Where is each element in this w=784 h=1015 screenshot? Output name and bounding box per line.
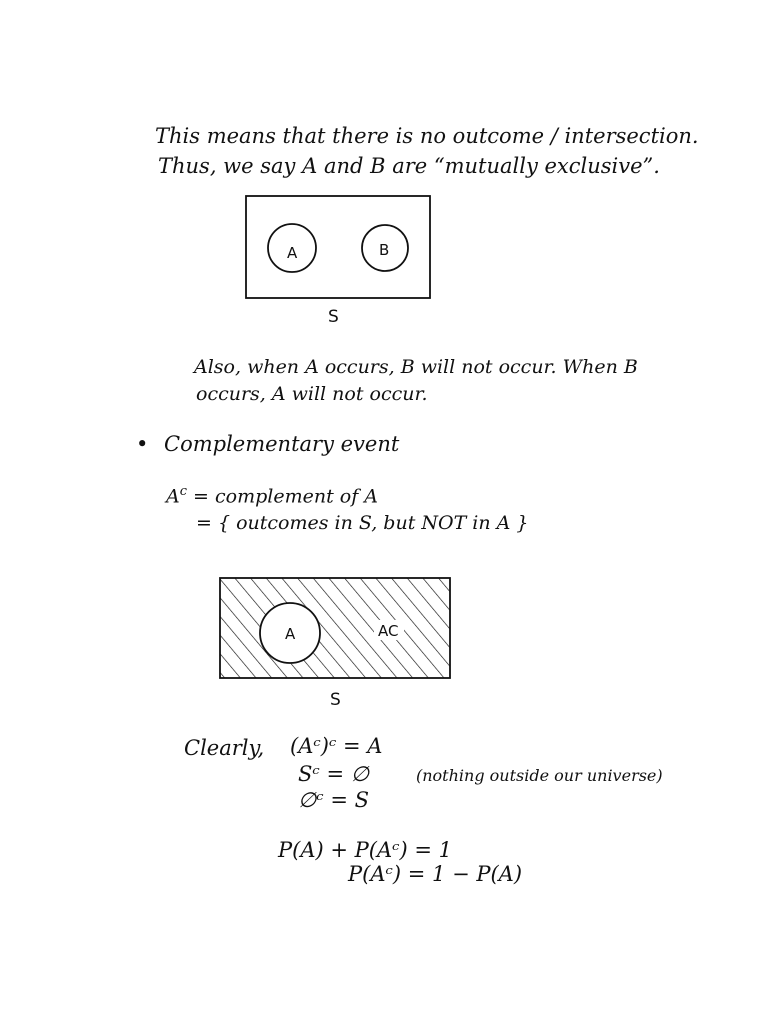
probability-eq-1: P(A) + P(Aᶜ) = 1 — [278, 838, 453, 862]
also-line-2: occurs, A will not occur. — [196, 383, 428, 405]
def-line-2: = { outcomes in S, but NOT in A } — [196, 512, 529, 534]
identity-3: ∅ᶜ = S — [298, 788, 370, 812]
sample-space-box — [245, 195, 431, 299]
venn2-label-s: S — [330, 690, 341, 710]
venn1-label-a: A — [287, 244, 298, 262]
def-sup: c — [179, 484, 188, 499]
probability-eq-2: P(Aᶜ) = 1 − P(A) — [348, 862, 523, 886]
clearly-label: Clearly, — [184, 736, 265, 760]
venn-complement: A AC S — [219, 577, 451, 710]
bullet: • — [136, 432, 149, 456]
circle-a-complement — [259, 602, 321, 664]
intro-line-1: This means that there is no outcome / in… — [155, 124, 699, 148]
identity-2: Sᶜ = ∅ — [298, 762, 370, 786]
identity-1: (Aᶜ)ᶜ = A — [290, 734, 383, 758]
intro-line-2: Thus, we say A and B are “mutually exclu… — [158, 154, 660, 178]
complement-definition: Ac = complement of A — [166, 484, 378, 507]
complement-heading: Complementary event — [164, 432, 400, 456]
def-lhs: A — [166, 485, 180, 508]
complement-box — [219, 577, 451, 679]
venn2-label-a: A — [285, 625, 296, 643]
venn1-label-s: S — [328, 307, 339, 327]
def-line-1: = complement of A — [187, 485, 378, 508]
circle-a — [267, 223, 317, 273]
venn2-label-ac: AC — [378, 622, 398, 640]
venn-mutually-exclusive: A B S — [245, 195, 431, 327]
identity-note: (nothing outside our universe) — [416, 766, 663, 785]
ac-label-bg — [374, 620, 404, 640]
also-line-1: Also, when A occurs, B will not occur. W… — [194, 356, 638, 378]
venn1-label-b: B — [379, 241, 389, 259]
circle-b — [361, 224, 409, 272]
